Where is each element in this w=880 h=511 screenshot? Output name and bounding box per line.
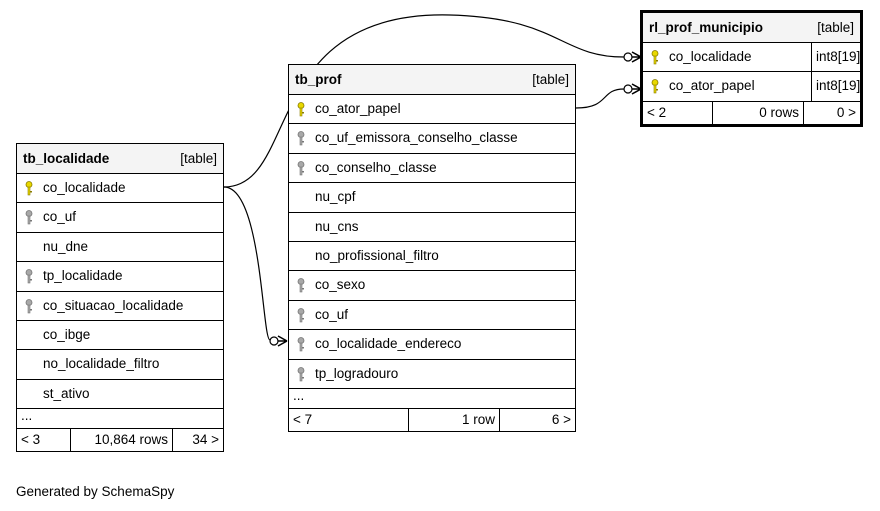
foreign-key-icon: [25, 269, 33, 284]
column-row[interactable]: co_localidade int8[19]: [643, 43, 861, 73]
foreign-key-icon: [25, 298, 33, 313]
column-name: co_conselho_classe: [315, 159, 437, 175]
column-name: co_uf_emissora_conselho_classe: [315, 130, 518, 146]
generated-by-caption: Generated by SchemaSpy: [16, 484, 175, 499]
table-footer: < 3 10,864 rows 34 >: [17, 429, 223, 452]
column-datatype: int8[19]: [816, 78, 861, 94]
foreign-key-icon: [297, 307, 305, 323]
column-name: co_localidade: [669, 49, 752, 64]
children-count[interactable]: 0 >: [836, 104, 856, 120]
foreign-key-icon: [297, 131, 305, 146]
column-row[interactable]: co_ibge: [17, 321, 223, 351]
table-header: tb_prof [table]: [289, 65, 575, 95]
table-tb-prof[interactable]: tb_prof [table] co_ator_papel co_uf_emiss…: [288, 64, 576, 432]
column-row[interactable]: no_localidade_filtro: [17, 350, 223, 380]
column-row[interactable]: co_ator_papel: [289, 95, 575, 125]
column-name: no_profissional_filtro: [315, 247, 439, 263]
column-row[interactable]: co_uf: [289, 301, 575, 331]
row-count: 10,864 rows: [71, 429, 173, 452]
primary-key-icon: [651, 50, 659, 65]
table-type: [table]: [180, 151, 217, 166]
column-row[interactable]: tp_logradouro: [289, 360, 575, 389]
link-prof-to-municipio: [575, 88, 625, 109]
column-row[interactable]: tp_localidade: [17, 262, 223, 292]
column-name: co_ibge: [43, 326, 91, 342]
foreign-key-icon: [297, 278, 305, 293]
table-rl-prof-municipio[interactable]: rl_prof_municipio [table] co_localidade …: [640, 10, 863, 127]
parents-count[interactable]: < 3: [17, 429, 71, 452]
table-footer: < 2 0 rows 0 >: [643, 101, 860, 124]
column-row[interactable]: co_uf_emissora_conselho_classe: [289, 124, 575, 154]
column-row[interactable]: nu_cpf: [289, 183, 575, 213]
more-columns-ellipsis: ...: [289, 388, 575, 409]
table-name: tb_prof: [295, 72, 342, 87]
column-row[interactable]: st_ativo: [17, 380, 223, 410]
column-row[interactable]: co_conselho_classe: [289, 154, 575, 184]
link-localidade-to-municipio: [223, 14, 625, 188]
table-type: [table]: [532, 72, 569, 87]
table-footer: < 7 1 row 6 >: [289, 408, 575, 431]
column-name: nu_dne: [43, 238, 89, 254]
column-row[interactable]: co_localidade_endereco: [289, 330, 575, 360]
column-name: co_uf: [43, 209, 77, 225]
table-name: tb_localidade: [23, 151, 110, 166]
row-count: 0 rows: [713, 101, 804, 124]
table-header: rl_prof_municipio [table]: [643, 13, 860, 43]
column-name: no_localidade_filtro: [43, 356, 160, 372]
column-name: co_uf: [315, 306, 349, 322]
column-row[interactable]: co_sexo: [289, 271, 575, 301]
more-columns-ellipsis: ...: [17, 409, 223, 430]
column-name: tp_localidade: [43, 268, 123, 284]
column-name: nu_cns: [315, 218, 359, 234]
table-type: [table]: [817, 20, 854, 35]
primary-key-icon: [297, 102, 305, 117]
column-row[interactable]: co_ator_papel int8[19]: [643, 72, 861, 102]
column-name: nu_cpf: [315, 189, 356, 205]
column-name: co_situacao_localidade: [43, 297, 184, 313]
column-row[interactable]: co_situacao_localidade: [17, 292, 223, 321]
children-count[interactable]: 6 >: [551, 411, 571, 427]
column-row[interactable]: nu_dne: [17, 233, 223, 263]
parents-count[interactable]: < 2: [643, 101, 713, 124]
column-row[interactable]: no_profissional_filtro: [289, 242, 575, 272]
column-name: co_ator_papel: [669, 78, 755, 94]
foreign-key-icon: [297, 160, 305, 176]
column-name: co_localidade_endereco: [315, 336, 462, 352]
column-datatype: int8[19]: [816, 49, 861, 64]
column-name: co_ator_papel: [315, 101, 401, 116]
table-tb-localidade[interactable]: tb_localidade [table] co_localidade co_uf…: [16, 143, 224, 453]
column-name: st_ativo: [43, 385, 90, 401]
primary-key-icon: [651, 79, 659, 94]
column-row[interactable]: co_localidade: [17, 174, 223, 204]
column-row[interactable]: co_uf: [17, 203, 223, 233]
column-name: co_sexo: [315, 277, 366, 293]
parents-count[interactable]: < 7: [289, 408, 409, 431]
column-name: co_localidade: [43, 180, 126, 195]
foreign-key-icon: [297, 366, 305, 381]
column-name: tp_logradouro: [315, 365, 399, 381]
row-count: 1 row: [409, 408, 500, 431]
children-count[interactable]: 34 >: [192, 432, 219, 448]
link-localidade-to-prof-endereco: [223, 186, 271, 341]
table-name: rl_prof_municipio: [649, 20, 764, 35]
column-row[interactable]: nu_cns: [289, 213, 575, 242]
foreign-key-icon: [297, 337, 305, 352]
table-header: tb_localidade [table]: [17, 144, 223, 174]
primary-key-icon: [25, 181, 33, 196]
foreign-key-icon: [25, 210, 33, 225]
